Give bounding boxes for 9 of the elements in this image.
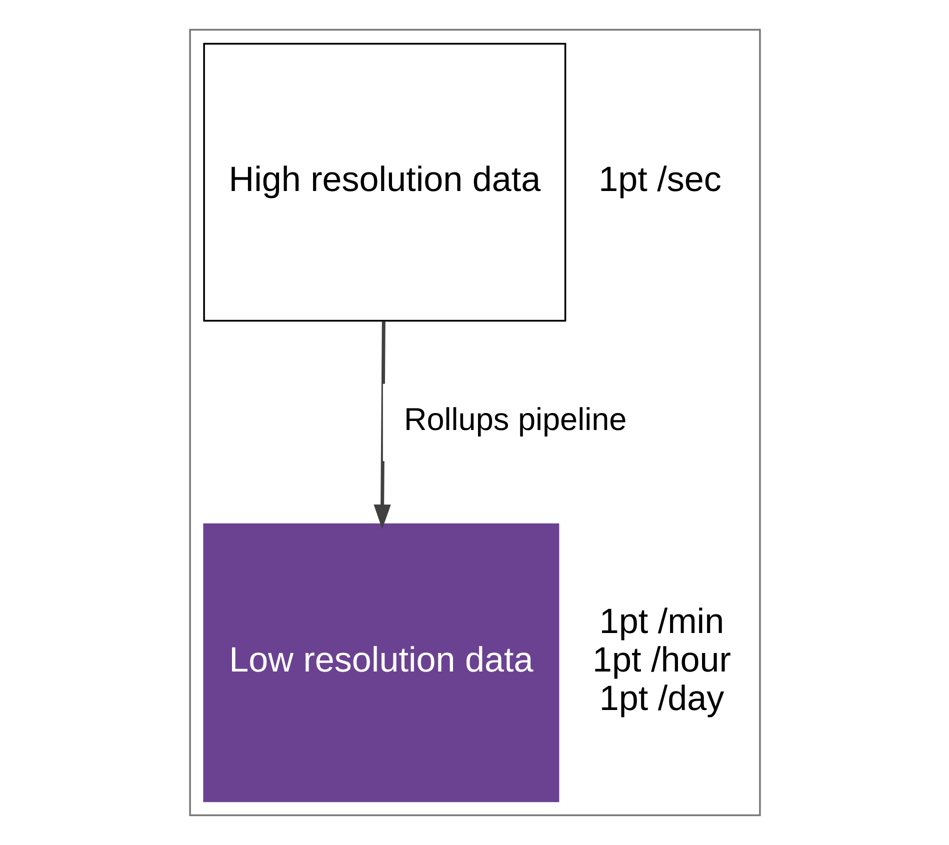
node-label: 1pt /day (598, 679, 724, 718)
cluster (188, 28, 760, 816)
edge-label: Rollups pipeline (403, 401, 626, 438)
node-label: 1pt /sec (598, 160, 721, 200)
node-label: 1pt /min (598, 602, 724, 641)
node-box: High resolution data (202, 42, 566, 322)
node-label: 1pt /hour (592, 640, 730, 680)
node-box: Low resolution data (202, 523, 559, 802)
arrow (373, 321, 390, 530)
